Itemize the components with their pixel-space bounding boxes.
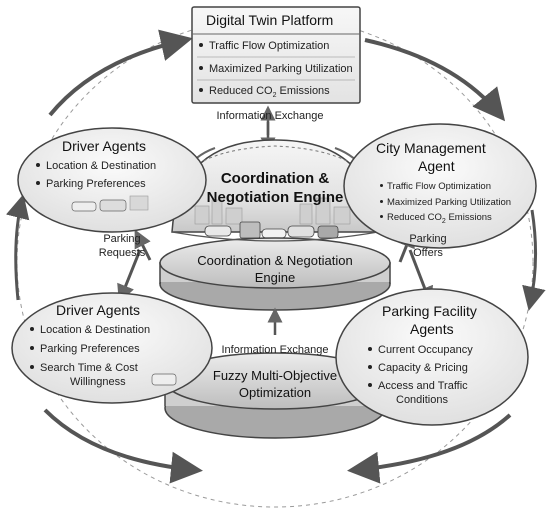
bullet-icon bbox=[36, 181, 40, 186]
parking-offers-label-2: Offers bbox=[413, 247, 443, 259]
information-exchange-top-label: Information Exchange bbox=[216, 110, 324, 122]
coordination-platform-title-2: Engine bbox=[254, 270, 296, 285]
arrow-top-left bbox=[48, 29, 193, 117]
parking-facility-ellipse bbox=[335, 288, 529, 426]
arrow-right-down bbox=[522, 209, 546, 311]
driver-agents-bottom-item-3: Search Time & Cost bbox=[30, 362, 138, 375]
digital-twin-item-3: Reduced CO2 Emissions bbox=[199, 85, 330, 101]
digital-twin-item-1: Traffic Flow Optimization bbox=[199, 40, 329, 53]
bullet-icon bbox=[30, 346, 34, 351]
coordination-platform bbox=[159, 237, 391, 311]
bullet-icon bbox=[30, 327, 34, 332]
city-management-title-1: City Management bbox=[376, 140, 486, 156]
bullet-icon bbox=[199, 43, 203, 48]
bullet-icon bbox=[199, 88, 203, 93]
parking-facility-item-1: Current Occupancy bbox=[368, 344, 473, 357]
city-skyline-illustration bbox=[194, 197, 351, 225]
fuzzy-title-1: Fuzzy Multi-Objective bbox=[212, 368, 338, 383]
driver-agents-bottom-item-2: Parking Preferences bbox=[30, 343, 140, 356]
fuzzy-platform bbox=[164, 352, 386, 439]
driver-agents-top-ellipse bbox=[17, 127, 207, 233]
bullet-icon bbox=[36, 163, 40, 168]
bullet-icon bbox=[368, 347, 372, 352]
parking-facility-item-3-cont: Conditions bbox=[396, 394, 448, 406]
bullet-icon bbox=[368, 383, 372, 388]
driver-agents-top-title: Driver Agents bbox=[62, 138, 147, 154]
city-management-ellipse bbox=[343, 123, 537, 249]
bullet-icon bbox=[380, 183, 383, 187]
coordination-dome-title-1: Coordination & bbox=[220, 170, 330, 187]
digital-twin-box bbox=[191, 6, 361, 104]
parking-requests-label-2: Requests bbox=[98, 247, 146, 259]
driver-agents-bottom-item-3-cont: Willingness bbox=[70, 376, 126, 388]
driver-agents-top-item-2: Parking Preferences bbox=[36, 178, 146, 191]
arrow-bottom-right bbox=[347, 413, 512, 484]
bullet-icon bbox=[380, 214, 383, 218]
coordination-dome-title-2: Negotiation Engine bbox=[206, 189, 344, 206]
driver-agents-bottom-item-1: Location & Destination bbox=[30, 324, 150, 337]
parking-facility-title-1: Parking Facility bbox=[382, 303, 477, 319]
digital-twin-title: Digital Twin Platform bbox=[206, 12, 334, 28]
parking-facility-item-3: Access and Traffic bbox=[368, 380, 468, 393]
fuzzy-title-2: Optimization bbox=[238, 385, 312, 400]
bullet-icon bbox=[368, 365, 372, 370]
information-exchange-mid-label: Information Exchange bbox=[221, 344, 329, 356]
arrow-top-right bbox=[364, 38, 506, 122]
city-management-item-3: Reduced CO2 Emissions bbox=[380, 212, 492, 226]
driver-agents-bottom-ellipse bbox=[11, 292, 213, 404]
coordination-platform-title-1: Coordination & Negotiation bbox=[197, 253, 353, 268]
driver-agents-top-item-1: Location & Destination bbox=[36, 160, 156, 173]
bullet-icon bbox=[30, 365, 34, 370]
arrow-parking-requests-up bbox=[134, 229, 152, 261]
arrow-parking-requests-down bbox=[117, 249, 142, 303]
parking-offers-label-1: Parking bbox=[409, 233, 447, 245]
vehicles-illustration bbox=[204, 221, 339, 239]
parking-facility-title-2: Agents bbox=[410, 321, 454, 337]
bullet-icon bbox=[380, 199, 383, 203]
driver-agents-bottom-title: Driver Agents bbox=[56, 302, 141, 318]
city-management-item-2: Maximized Parking Utilization bbox=[380, 197, 511, 208]
bullet-icon bbox=[199, 66, 203, 71]
digital-twin-item-2: Maximized Parking Utilization bbox=[199, 63, 353, 76]
city-management-item-1: Traffic Flow Optimization bbox=[380, 181, 491, 192]
arrow-left-up bbox=[5, 194, 30, 301]
parking-facility-item-2: Capacity & Pricing bbox=[368, 362, 468, 375]
parking-requests-label-1: Parking bbox=[103, 233, 141, 245]
arrow-bottom-left bbox=[43, 408, 203, 484]
city-management-title-2: Agent bbox=[418, 158, 455, 174]
